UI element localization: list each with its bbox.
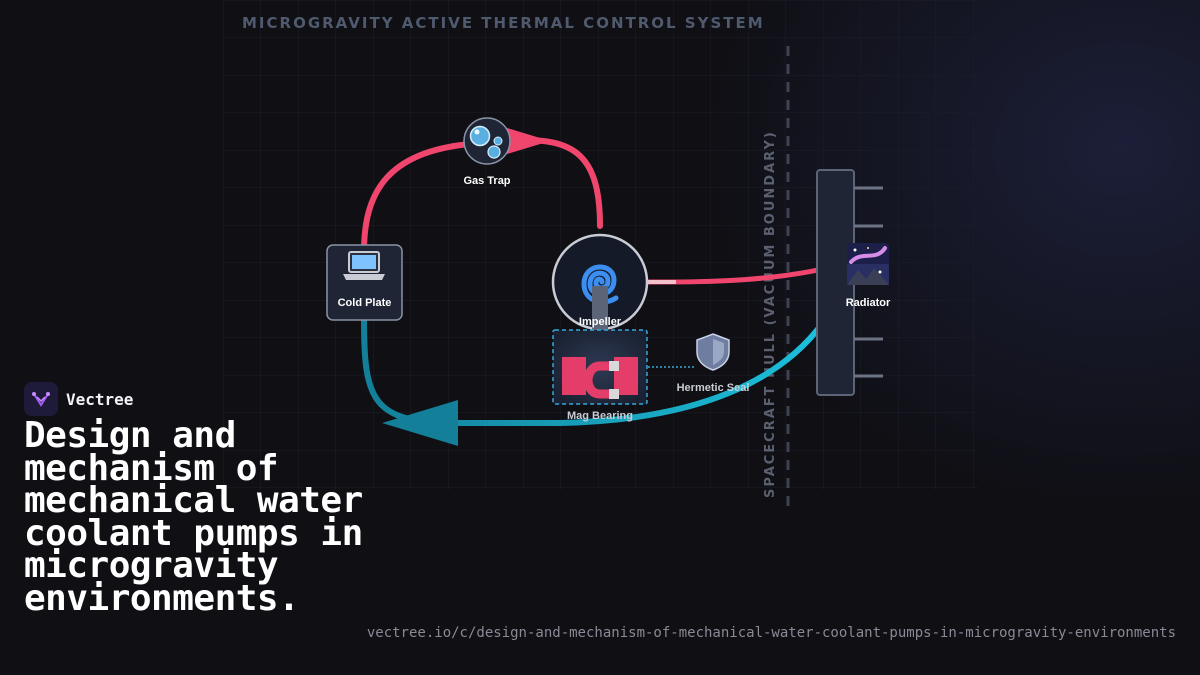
cold-plate: Cold Plate [326, 244, 403, 321]
mag-bearing-label: Mag Bearing [567, 410, 633, 422]
hermetic-seal-label: Hermetic Seal [677, 382, 750, 394]
cold-plate-box [326, 244, 403, 321]
impeller-outlet-stub [648, 280, 676, 284]
hull-label: SPACECRAFT HULL (VACUUM BOUNDARY) [763, 130, 778, 498]
hot-pipe-cold-plate-to-trap [361, 141, 473, 255]
gas-trap-label: Gas Trap [463, 175, 510, 187]
gas-trap: Gas Trap [463, 117, 511, 187]
flow-arrow-cold [382, 400, 458, 446]
magnet-icon [583, 361, 619, 399]
cold-return-pipe [361, 317, 825, 426]
impeller-label: Impeller [579, 316, 622, 328]
laptop-icon [343, 251, 385, 280]
magnet-pole-left [562, 357, 586, 395]
spiral-icon [581, 264, 619, 305]
cold-plate-label: Cold Plate [338, 297, 392, 309]
brand: Vectree [24, 382, 133, 416]
galaxy-icon [847, 243, 889, 285]
hermetic-seal: Hermetic Seal [677, 333, 750, 394]
vectree-logo-icon [24, 382, 58, 416]
bubbles-icon [469, 125, 503, 159]
flow-arrow-hot [507, 128, 550, 154]
brand-name: Vectree [66, 389, 134, 409]
page-headline: Design and mechanism of mechanical water… [24, 415, 363, 619]
page-url[interactable]: vectree.io/c/design-and-mechanism-of-mec… [366, 625, 1176, 641]
shield-icon [696, 333, 730, 371]
impeller-shaft [592, 286, 608, 330]
impeller: Impeller [551, 233, 649, 331]
radiator: Radiator [816, 169, 891, 396]
diagram-title: MICROGRAVITY ACTIVE THERMAL CONTROL SYST… [242, 14, 765, 32]
radiator-label: Radiator [846, 297, 891, 309]
mag-bearing: Mag Bearing [552, 329, 648, 422]
